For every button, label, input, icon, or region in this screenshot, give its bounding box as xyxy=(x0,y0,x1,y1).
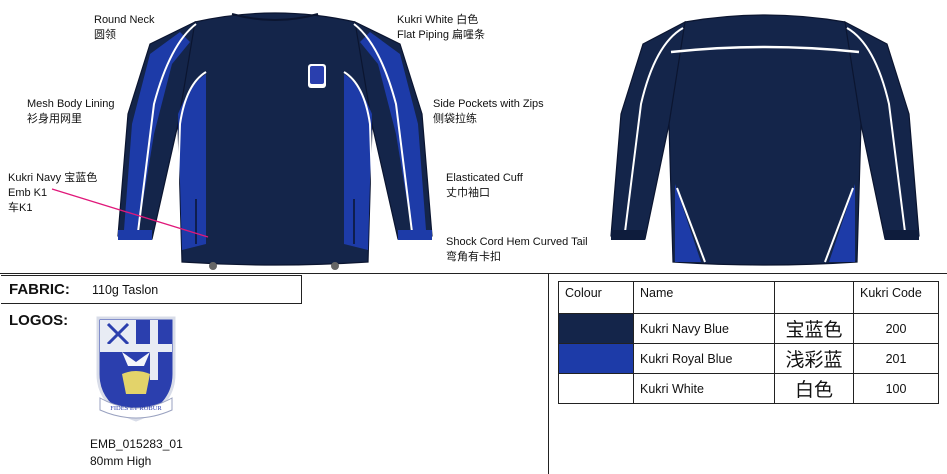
colour-row: Kukri Navy Blue 宝蓝色 200 xyxy=(558,313,939,344)
colour-name: Kukri Royal Blue xyxy=(633,343,775,374)
fabric-box xyxy=(1,275,302,304)
crest-logo: FIDES ET ROBUR xyxy=(96,316,176,422)
callout-cuff: Elasticated Cuff 丈巾袖口 xyxy=(446,172,523,199)
header-kukri-code: Kukri Code xyxy=(853,281,939,314)
colour-name: Kukri Navy Blue xyxy=(633,313,775,344)
callout-piping: Kukri White 白色 Flat Piping 扁嚜条 xyxy=(397,14,486,41)
logos-label: LOGOS: xyxy=(9,312,69,329)
colour-table: Colour Name Kukri Code Kukri Navy Blue 宝… xyxy=(558,281,939,404)
colour-code: 100 xyxy=(853,373,939,404)
callout-round-neck: Round Neck 圆领 xyxy=(94,14,155,41)
colour-swatch xyxy=(558,373,634,404)
header-name: Name xyxy=(633,281,775,314)
callout-hem: Shock Cord Hem Curved Tail 弯角有卡扣 xyxy=(446,236,588,263)
callout-mesh-lining: Mesh Body Lining 衫身用网里 xyxy=(27,98,115,125)
colour-name: Kukri White xyxy=(633,373,775,404)
emb-leader-line xyxy=(51,188,209,238)
colour-swatch xyxy=(558,343,634,374)
colour-cn: 宝蓝色 xyxy=(774,313,854,344)
fabric-label: FABRIC: xyxy=(9,281,70,298)
colour-swatch xyxy=(558,313,634,344)
colour-cn: 浅彩蓝 xyxy=(774,343,854,374)
jacket-front xyxy=(117,12,433,270)
colour-row: Kukri White 白色 100 xyxy=(558,373,939,404)
callout-emb: Kukri Navy 宝蓝色 Emb K1 车K1 xyxy=(8,172,98,214)
fabric-value: 110g Taslon xyxy=(92,283,159,297)
colour-row: Kukri Royal Blue 浅彩蓝 201 xyxy=(558,343,939,374)
colour-cn: 白色 xyxy=(774,373,854,404)
colour-code: 200 xyxy=(853,313,939,344)
callout-side-pockets: Side Pockets with Zips 侧袋拉练 xyxy=(433,98,544,125)
crest-motto: FIDES ET ROBUR xyxy=(110,405,162,412)
colour-table-header: Colour Name Kukri Code xyxy=(558,281,939,314)
jacket-back xyxy=(610,14,920,266)
colour-code: 201 xyxy=(853,343,939,374)
logo-size: 80mm High xyxy=(90,454,152,468)
logo-code: EMB_015283_01 xyxy=(90,437,183,451)
vertical-divider xyxy=(548,273,549,474)
horizontal-divider xyxy=(0,273,947,274)
header-colour: Colour xyxy=(558,281,634,314)
header-blank xyxy=(774,281,854,314)
